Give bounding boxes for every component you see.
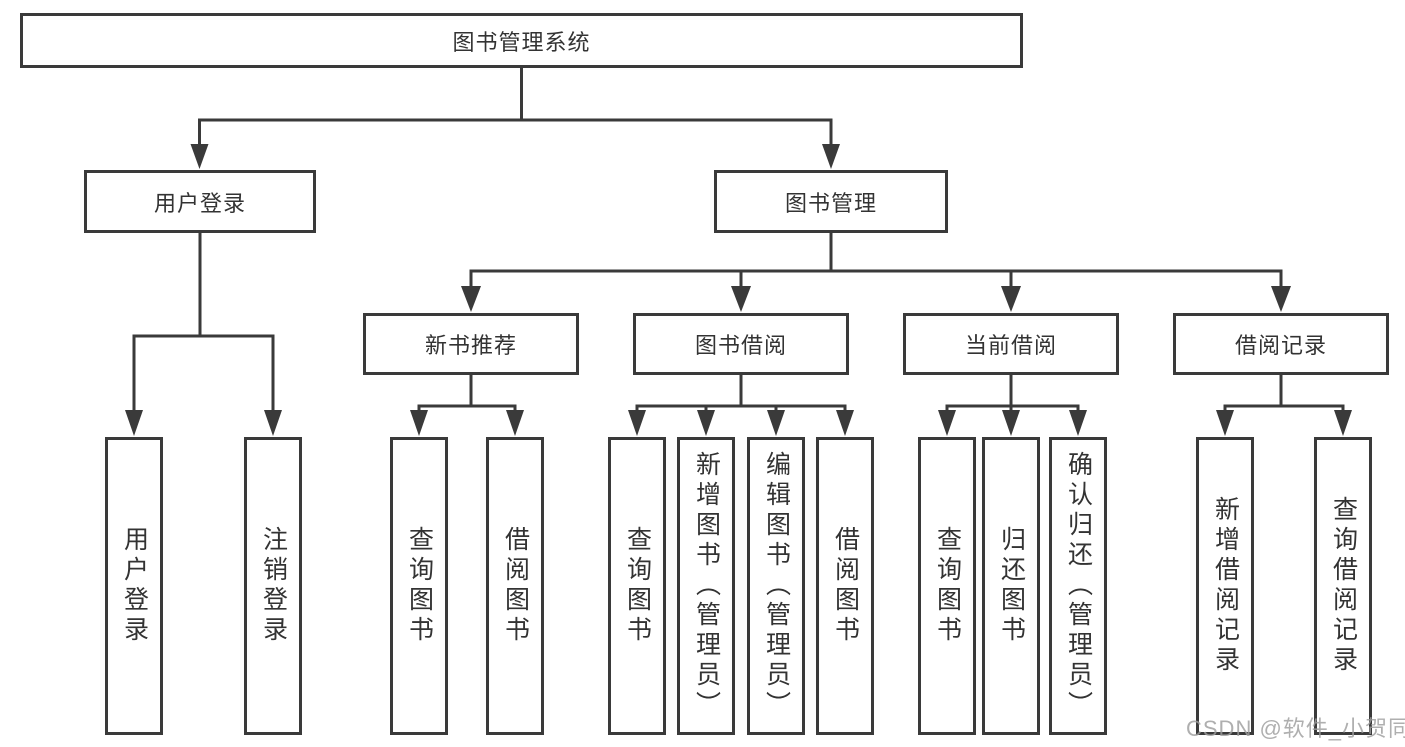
leaf-return-books: 归还图书	[982, 437, 1040, 735]
leaf-logout: 注销登录	[244, 437, 302, 735]
node-library-management-system: 图书管理系统	[20, 13, 1023, 68]
leaf-edit-books-admin: 编辑图书（管理员）	[747, 437, 805, 735]
leaf-borrow-books-borrowing: 借阅图书	[816, 437, 874, 735]
leaf-user-login: 用户登录	[105, 437, 163, 735]
csdn-watermark: CSDN @软件_小贺同学	[1186, 716, 1405, 741]
leaf-query-borrow-record: 查询借阅记录	[1314, 437, 1372, 735]
node-book-management: 图书管理	[714, 170, 948, 233]
leaf-query-books-current: 查询图书	[918, 437, 976, 735]
node-borrowing-records: 借阅记录	[1173, 313, 1389, 375]
node-user-login: 用户登录	[84, 170, 316, 233]
leaf-query-books-borrowing: 查询图书	[608, 437, 666, 735]
node-new-book-recommendation: 新书推荐	[363, 313, 579, 375]
leaf-add-borrow-record: 新增借阅记录	[1196, 437, 1254, 735]
leaf-borrow-books-recommend: 借阅图书	[486, 437, 544, 735]
node-current-borrowing: 当前借阅	[903, 313, 1119, 375]
leaf-add-books-admin: 新增图书（管理员）	[677, 437, 735, 735]
leaf-confirm-return-admin: 确认归还（管理员）	[1049, 437, 1107, 735]
node-book-borrowing: 图书借阅	[633, 313, 849, 375]
leaf-query-books-recommend: 查询图书	[390, 437, 448, 735]
